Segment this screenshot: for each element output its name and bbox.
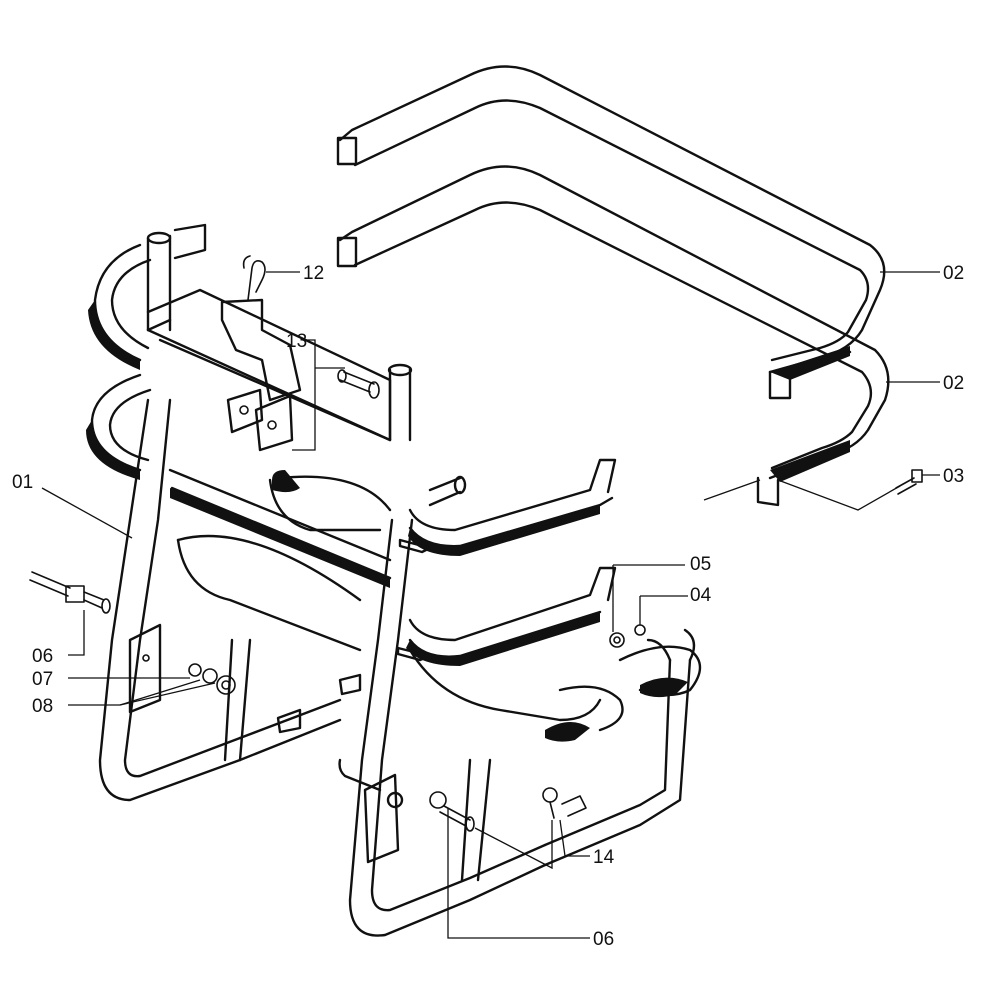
label-06-left: 06 bbox=[32, 646, 53, 667]
label-14: 14 bbox=[593, 847, 615, 868]
label-06-bottom: 06 bbox=[593, 929, 614, 950]
nut-08-part bbox=[216, 675, 236, 695]
label-02-top: 02 bbox=[943, 263, 964, 284]
pivot-pin-06-right-part bbox=[429, 791, 475, 832]
label-04: 04 bbox=[690, 585, 712, 606]
label-07: 07 bbox=[32, 669, 53, 690]
upper-rail-part bbox=[336, 65, 886, 400]
label-02-bottom: 02 bbox=[943, 373, 964, 394]
bolt-03-part bbox=[895, 469, 923, 495]
leader-lines bbox=[41, 271, 940, 939]
label-01: 01 bbox=[12, 472, 33, 493]
main-frame-part bbox=[86, 223, 702, 937]
pivot-pin-06-left-part bbox=[29, 571, 111, 614]
label-13: 13 bbox=[286, 331, 307, 352]
label-08: 08 bbox=[32, 696, 53, 717]
nut-05-part bbox=[609, 632, 625, 648]
clip-14-part bbox=[542, 787, 587, 819]
callout-labels: 01 02 02 03 05 04 06 07 08 12 13 14 06 bbox=[12, 263, 964, 950]
label-05: 05 bbox=[690, 554, 711, 575]
label-12: 12 bbox=[303, 263, 324, 284]
lower-rail-part bbox=[336, 165, 890, 507]
label-03: 03 bbox=[943, 466, 964, 487]
washer-07-part bbox=[188, 663, 218, 684]
washer-04-part bbox=[634, 624, 646, 636]
pin-13-part bbox=[337, 369, 380, 399]
clip-12-part bbox=[242, 255, 266, 301]
